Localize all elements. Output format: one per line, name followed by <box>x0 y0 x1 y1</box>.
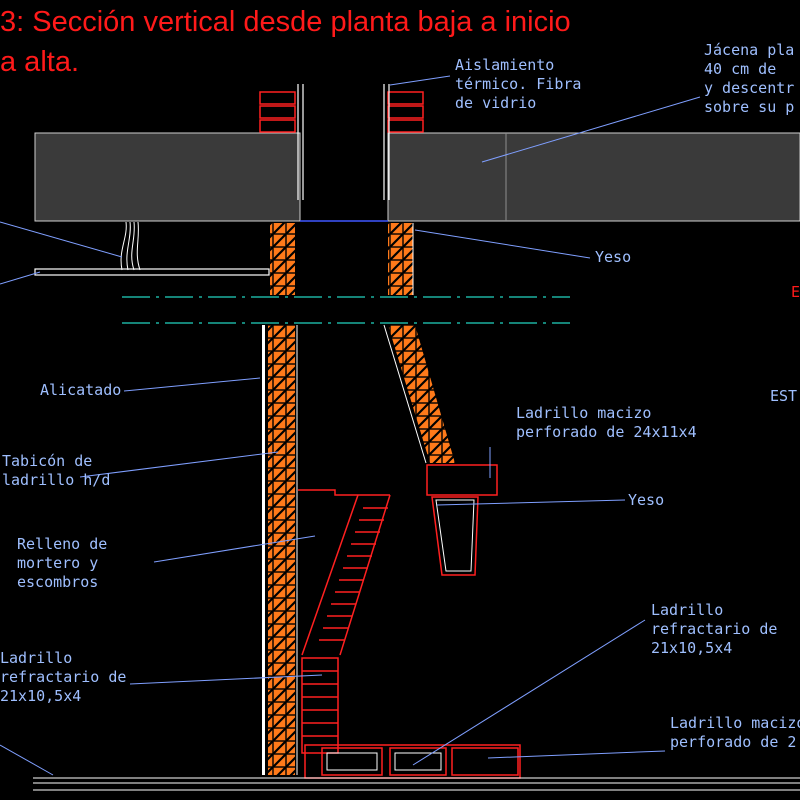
chimney-wall-left-upper <box>270 223 295 295</box>
edge-label-est: EST <box>770 387 798 405</box>
label-ladrillo-macizo-1: Ladrillo macizo perforado de 24x11x4 <box>516 404 697 441</box>
slab-left <box>34 132 301 222</box>
title-line-2: a alta. <box>0 46 79 78</box>
lintel-support <box>431 496 479 576</box>
alicatado-tile-line <box>262 325 265 775</box>
leader-lines <box>0 75 701 776</box>
refractory-channel <box>298 489 391 656</box>
lintel-support-inner <box>435 499 475 572</box>
label-relleno: Relleno de mortero y escombros <box>17 535 108 591</box>
label-yeso-top: Yeso <box>595 248 632 266</box>
ceiling-hangers <box>120 221 141 271</box>
slab-right <box>387 132 800 222</box>
chimney-wall-right-upper <box>388 223 413 295</box>
inclined-wall-upper <box>388 325 455 463</box>
label-ladrillo-macizo-2: Ladrillo macizo perforado de 2 <box>670 714 800 751</box>
upper-bricks-left <box>259 91 296 133</box>
label-alicatado: Alicatado <box>40 381 122 399</box>
edge-label-e: E <box>791 283 800 301</box>
drawing-title: 3: Sección vertical desde planta baja a … <box>0 2 700 82</box>
inclined-plaster <box>383 324 427 464</box>
lintel-brick <box>426 464 498 496</box>
tabicon-wall <box>268 325 295 775</box>
label-tabicon: Tabicón de ladrillo h/d <box>2 452 111 489</box>
insulation-layers <box>297 84 390 200</box>
floor-axis-lines <box>122 296 570 324</box>
label-jacena: Jácena pla 40 cm de y descentr sobre su … <box>704 41 795 116</box>
refractory-vertical-stack <box>301 657 339 754</box>
title-line-1: 3: Sección vertical desde planta baja a … <box>0 6 571 38</box>
label-refractario-right: Ladrillo refractario de 21x10,5x4 <box>651 601 778 657</box>
ground-floor <box>33 777 800 791</box>
label-yeso-mid: Yeso <box>628 491 665 509</box>
upper-bricks-right <box>387 91 424 133</box>
label-refractario-left: Ladrillo refractario de 21x10,5x4 <box>0 649 127 705</box>
false-ceiling <box>34 268 270 276</box>
label-aislamiento: Aislamiento térmico. Fibra de vidrio <box>455 56 582 112</box>
